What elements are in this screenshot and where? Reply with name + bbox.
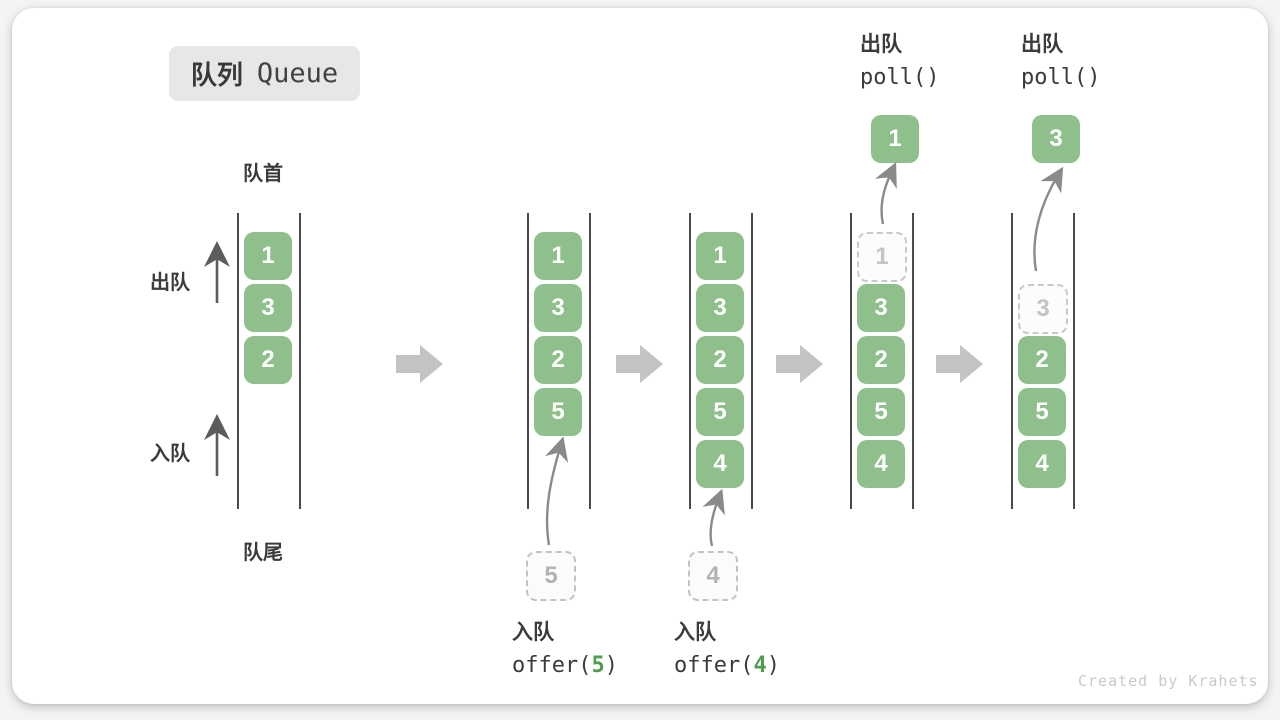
- dequeue-side-label: 出队: [150, 272, 190, 294]
- operation-label: 入队 offer(5): [512, 618, 618, 684]
- code-text: ): [766, 653, 780, 678]
- queue-item-box: 5: [857, 388, 905, 436]
- incoming-item-box: 4: [688, 551, 738, 601]
- queue-wall-right: [751, 213, 753, 509]
- queue-item-box: 4: [857, 440, 905, 488]
- queue-item-box: 3: [244, 284, 292, 332]
- queue-item-box: 3: [696, 284, 744, 332]
- code-argument: 5: [591, 653, 605, 678]
- code-text: ): [604, 653, 618, 678]
- queue-item-box: 2: [244, 336, 292, 384]
- code-text: offer(: [512, 653, 592, 678]
- queue-item-box: 4: [696, 440, 744, 488]
- queue-item-ghost: 3: [1018, 284, 1068, 334]
- queue-item-box: 2: [534, 336, 582, 384]
- outgoing-item-box: 3: [1032, 115, 1080, 163]
- queue-item-box: 3: [534, 284, 582, 332]
- operation-label: 出队 poll(): [1021, 30, 1100, 96]
- outgoing-item-box: 1: [871, 115, 919, 163]
- queue-wall-right: [912, 213, 914, 509]
- code-text: offer(: [674, 653, 754, 678]
- diagram-card: [12, 8, 1268, 704]
- queue-front-label: 队首: [243, 163, 283, 185]
- operation-action-label: 出队: [860, 33, 902, 56]
- queue-item-box: 5: [534, 388, 582, 436]
- queue-rear-label: 队尾: [243, 542, 283, 564]
- queue-item-box: 1: [534, 232, 582, 280]
- watermark: Created by Krahets: [1078, 672, 1259, 690]
- enqueue-side-label: 入队: [150, 443, 190, 465]
- queue-item-ghost: 1: [857, 232, 907, 282]
- queue-item-box: 5: [1018, 388, 1066, 436]
- queue-wall-left: [850, 213, 852, 509]
- queue-wall-left: [527, 213, 529, 509]
- queue-wall-left: [1011, 213, 1013, 509]
- operation-label: 入队 offer(4): [674, 618, 780, 684]
- operation-label: 出队 poll(): [860, 30, 939, 96]
- queue-item-box: 5: [696, 388, 744, 436]
- code-text: poll(): [1021, 65, 1101, 90]
- queue-wall-right: [589, 213, 591, 509]
- title-zh: 队列: [190, 60, 243, 90]
- queue-wall-right: [1073, 213, 1075, 509]
- queue-item-box: 1: [244, 232, 292, 280]
- queue-item-box: 2: [1018, 336, 1066, 384]
- title-badge: 队列 Queue: [169, 46, 360, 101]
- operation-code-label: offer(5): [512, 648, 618, 684]
- operation-code-label: offer(4): [674, 648, 780, 684]
- operation-action-label: 入队: [512, 621, 554, 644]
- title-en: Queue: [256, 58, 339, 89]
- operation-code-label: poll(): [1021, 60, 1100, 96]
- queue-wall-left: [689, 213, 691, 509]
- queue-item-box: 2: [696, 336, 744, 384]
- incoming-item-box: 5: [526, 551, 576, 601]
- queue-wall-left: [237, 213, 239, 509]
- operation-code-label: poll(): [860, 60, 939, 96]
- code-text: poll(): [860, 65, 940, 90]
- queue-item-box: 3: [857, 284, 905, 332]
- operation-action-label: 入队: [674, 621, 716, 644]
- queue-item-box: 2: [857, 336, 905, 384]
- queue-wall-right: [299, 213, 301, 509]
- queue-item-box: 1: [696, 232, 744, 280]
- code-argument: 4: [753, 653, 767, 678]
- operation-action-label: 出队: [1021, 33, 1063, 56]
- queue-item-box: 4: [1018, 440, 1066, 488]
